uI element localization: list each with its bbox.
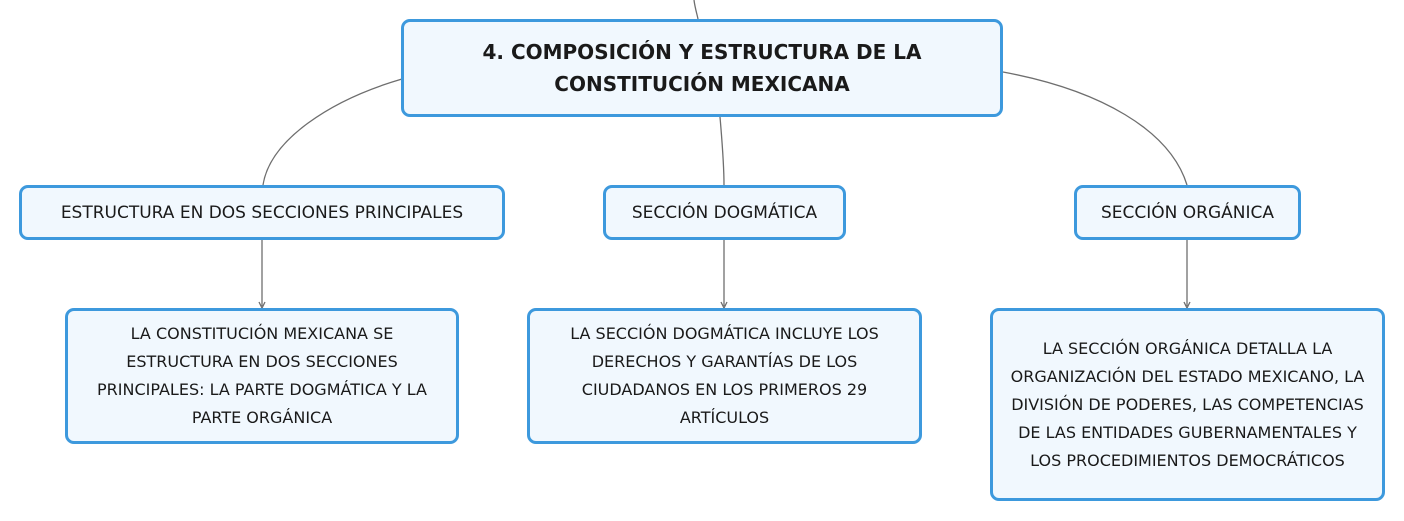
topic-seccion-organica[interactable]: SECCIÓN ORGÁNICA: [1074, 185, 1301, 240]
connector-root-to-topic-3: [1002, 71, 1188, 186]
detail-seccion-dogmatica-text: LA SECCIÓN DOGMÁTICA INCLUYE LOS DERECHO…: [570, 324, 879, 427]
connector-root-to-topic-2: [719, 116, 725, 186]
root-topic[interactable]: 4. COMPOSICIÓN Y ESTRUCTURA DE LA CONSTI…: [401, 19, 1003, 117]
connector-root-to-topic-1: [262, 78, 403, 186]
topic-estructura-label: ESTRUCTURA EN DOS SECCIONES PRINCIPALES: [60, 202, 464, 223]
detail-seccion-organica[interactable]: LA SECCIÓN ORGÁNICA DETALLA LA ORGANIZAC…: [990, 308, 1385, 501]
topic-estructura[interactable]: ESTRUCTURA EN DOS SECCIONES PRINCIPALES: [19, 185, 505, 240]
topic-seccion-organica-label: SECCIÓN ORGÁNICA: [1100, 202, 1274, 223]
detail-estructura[interactable]: LA CONSTITUCIÓN MEXICANA SE ESTRUCTURA E…: [65, 308, 459, 444]
detail-seccion-organica-text: LA SECCIÓN ORGÁNICA DETALLA LA ORGANIZAC…: [1010, 338, 1365, 470]
topic-seccion-dogmatica[interactable]: SECCIÓN DOGMÁTICA: [603, 185, 846, 240]
detail-seccion-dogmatica[interactable]: LA SECCIÓN DOGMÁTICA INCLUYE LOS DERECHO…: [527, 308, 922, 444]
topic-seccion-dogmatica-label: SECCIÓN DOGMÁTICA: [631, 202, 818, 223]
detail-estructura-text: LA CONSTITUCIÓN MEXICANA SE ESTRUCTURA E…: [97, 324, 427, 427]
connector-parent-to-root: [693, 0, 699, 20]
root-topic-label: 4. COMPOSICIÓN Y ESTRUCTURA DE LA CONSTI…: [482, 40, 922, 96]
